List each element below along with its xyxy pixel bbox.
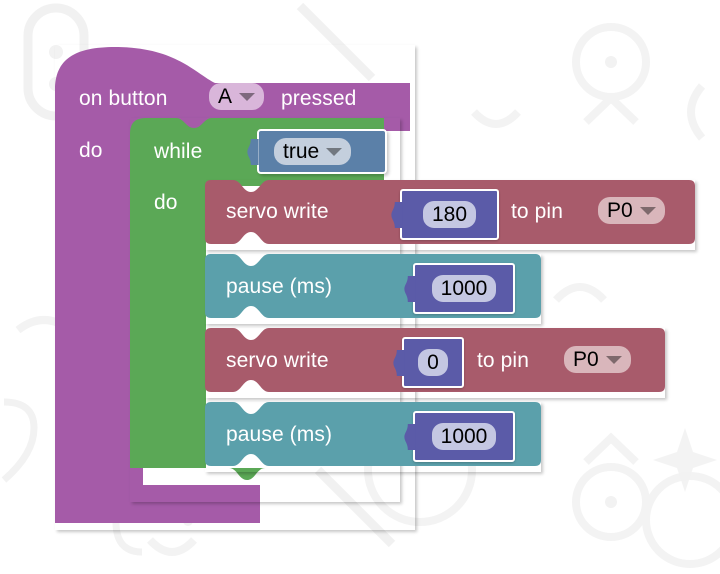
pause-2-value[interactable]: 1000 [431,423,497,450]
servo-write-1-mid-label: to pin [511,200,563,223]
servo-write-1-pin-dropdown[interactable]: P0 [598,197,665,224]
pause-1-value[interactable]: 1000 [431,275,497,302]
servo-write-2-mid-label: to pin [477,349,529,372]
event-block-suffix-label: pressed [281,87,357,110]
event-block-do-label: do [79,139,103,162]
while-loop-block[interactable] [130,118,400,502]
chevron-down-icon [639,206,656,215]
value-plug-icon [404,423,416,450]
servo-write-1-prefix-label: servo write [226,200,329,223]
while-keyword-label: while [154,140,203,163]
chevron-down-icon [239,92,256,101]
pause-2-value-slot[interactable]: 1000 [404,411,515,462]
servo-write-2-pin-value: P0 [573,348,599,371]
true-dropdown-value: true [283,140,320,163]
button-dropdown[interactable]: A [209,83,265,110]
value-plug-icon [391,201,403,228]
servo-write-2-pin-dropdown[interactable]: P0 [564,346,631,373]
pause-1-prefix-label: pause (ms) [226,275,333,298]
servo-write-2-value-slot[interactable]: 0 [393,337,464,388]
servo-write-2-value[interactable]: 0 [418,349,448,376]
value-plug-icon [247,138,259,165]
servo-write-1-value[interactable]: 180 [422,201,477,228]
event-block-prefix-label: on button [79,87,168,110]
chevron-down-icon [326,147,343,156]
value-plug-icon [393,349,405,376]
servo-write-2-prefix-label: servo write [226,349,329,372]
servo-write-1-pin-value: P0 [607,199,633,222]
chevron-down-icon [605,355,622,364]
event-block-on-button-pressed[interactable] [55,45,415,530]
button-dropdown-value: A [218,85,233,108]
pause-1-value-slot[interactable]: 1000 [404,263,515,314]
while-do-label: do [154,191,178,214]
true-dropdown[interactable]: true [274,138,352,165]
value-plug-icon [404,275,416,302]
servo-write-1-value-slot[interactable]: 180 [391,189,499,240]
pause-2-prefix-label: pause (ms) [226,423,333,446]
logic-true-block[interactable]: true [247,129,387,174]
